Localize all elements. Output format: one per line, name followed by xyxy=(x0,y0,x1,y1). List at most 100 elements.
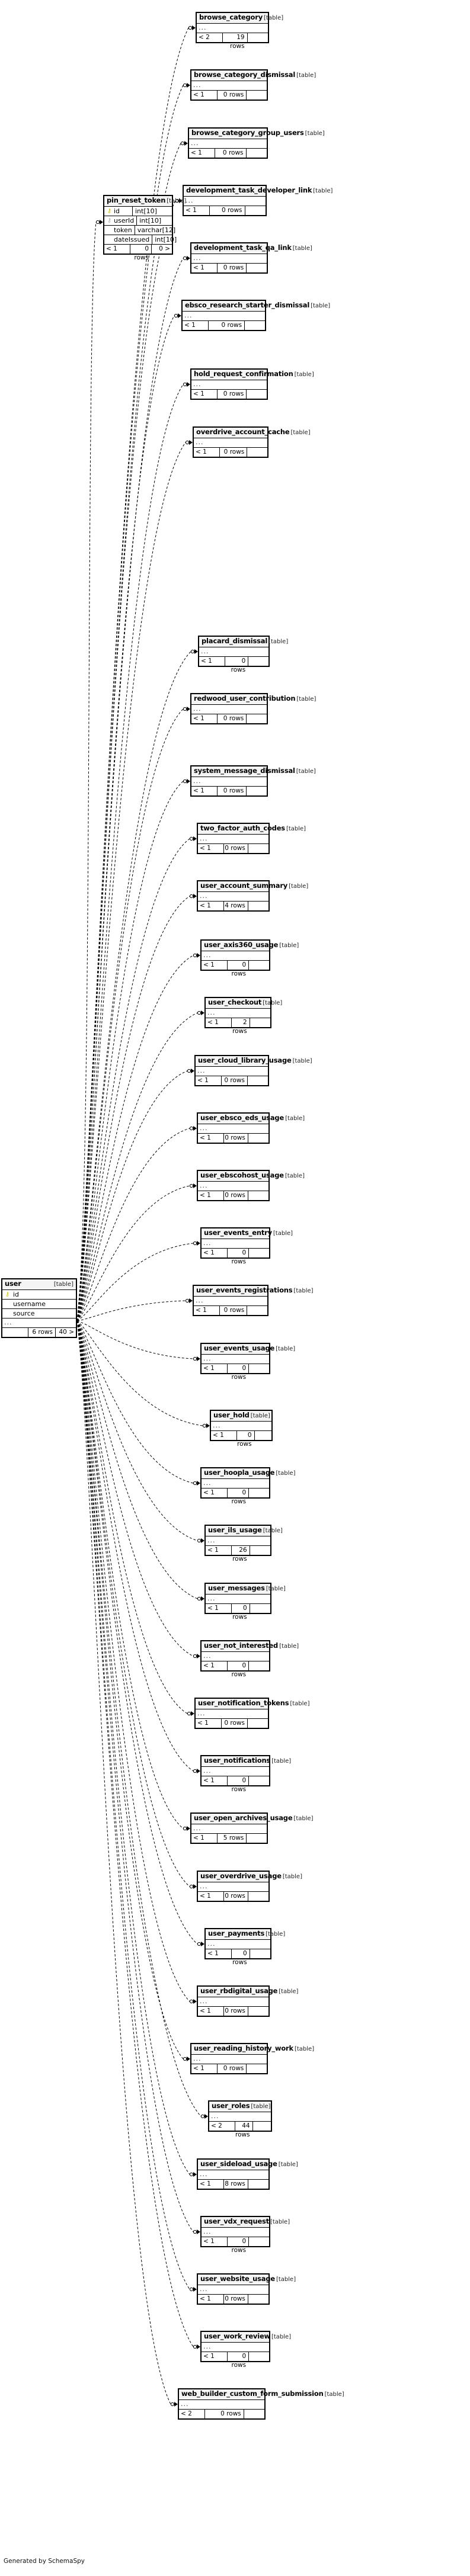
table-header: user[table] xyxy=(2,1279,76,1290)
row-count: 0 rows xyxy=(224,844,248,853)
table-header: hold_request_confirmation[table] xyxy=(191,370,314,380)
column-name: id xyxy=(13,1290,20,1298)
child-count xyxy=(249,1364,269,1373)
collapsed-columns-ellipsis: ... xyxy=(198,1997,268,2007)
parent-count: < 1 xyxy=(198,2007,224,2016)
table-header: system_message_dismissal[table] xyxy=(191,766,316,777)
child-count xyxy=(247,149,267,158)
column-name: token xyxy=(114,226,132,234)
table-name: user_overdrive_usage xyxy=(200,1872,282,1880)
table-header: user_hoopla_usage[table] xyxy=(202,1468,296,1479)
table-header: two_factor_auth_codes[table] xyxy=(198,824,306,835)
table-name: user_ebscohost_usage xyxy=(200,1171,284,1179)
table-name: user_axis360_usage xyxy=(204,941,279,949)
table-node[interactable]: browse_category_group_users[table]...< 1… xyxy=(188,127,325,159)
table-type-label: [table] xyxy=(311,303,331,309)
row-count: 2 rows xyxy=(232,1018,250,1035)
child-count xyxy=(247,787,267,795)
collapsed-columns-ellipsis: ... xyxy=(206,1595,270,1604)
table-header: user_sideload_usage[table] xyxy=(198,2160,298,2170)
row-count: 0 rows xyxy=(220,448,248,457)
collapsed-columns-ellipsis: ... xyxy=(196,1067,268,1076)
parent-count: < 1 xyxy=(198,902,224,910)
parent-count: < 1 xyxy=(191,714,218,723)
child-count xyxy=(244,2410,264,2418)
child-count xyxy=(255,1431,275,1440)
table-type-label: [table] xyxy=(268,639,289,645)
child-count xyxy=(248,33,268,42)
parent-count: < 1 xyxy=(191,787,218,795)
table-name: system_message_dismissal xyxy=(194,766,295,775)
collapsed-columns-ellipsis: ... xyxy=(198,892,268,902)
column-type: varchar[12] xyxy=(134,225,175,235)
table-node[interactable]: web_builder_custom_form_submission[table… xyxy=(178,2388,344,2420)
table-node[interactable]: development_task_developer_link[table]..… xyxy=(183,185,332,216)
collapsed-columns-ellipsis: ... xyxy=(202,1479,270,1489)
table-header: user_events_usage[table] xyxy=(202,1344,295,1355)
table-name: overdrive_account_cache xyxy=(196,428,290,436)
table-type-label: [table] xyxy=(293,1288,314,1294)
collapsed-columns-ellipsis: ... xyxy=(191,777,267,787)
collapsed-columns-ellipsis: ... xyxy=(198,1882,268,1892)
collapsed-columns-ellipsis: ... xyxy=(202,1767,270,1776)
table-header: user_axis360_usage[table] xyxy=(202,941,299,951)
table-name: user_not_interested xyxy=(204,1641,279,1650)
parent-count: < 1 xyxy=(196,1076,222,1085)
parent-count: < 1 xyxy=(191,390,218,399)
table-header: placard_dismissal[table] xyxy=(199,637,288,647)
table-type-label: [table] xyxy=(266,1586,286,1592)
column-type: int[10] xyxy=(136,216,174,226)
table-header: user_rbdigital_usage[table] xyxy=(198,1987,298,1997)
row-count: 0 rows xyxy=(224,2007,248,2016)
table-header: user_reading_history_work[table] xyxy=(191,2044,314,2055)
table-node[interactable]: ebsco_research_starter_dismissal[table].… xyxy=(181,300,330,331)
